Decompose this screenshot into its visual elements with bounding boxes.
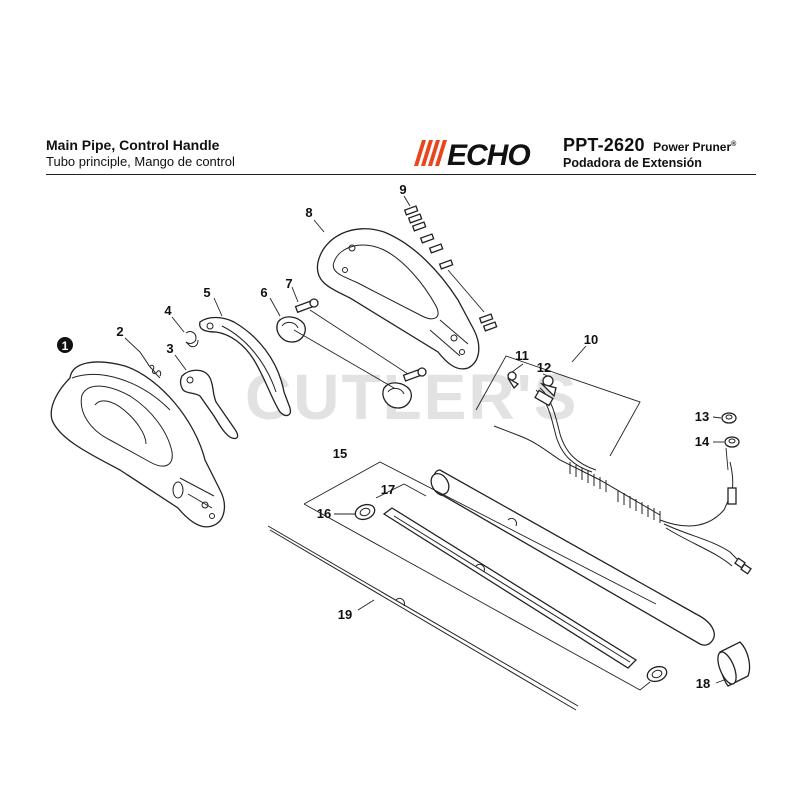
product-name-text: Power Pruner — [653, 140, 732, 154]
bracket-15 — [303, 461, 657, 605]
callout-8: 8 — [305, 205, 312, 220]
part-lockout-lever — [199, 316, 292, 417]
part-bushing — [717, 641, 751, 687]
part-drive-shaft-core — [382, 507, 638, 669]
bracket-10 — [475, 345, 641, 457]
leader-lines — [124, 195, 729, 684]
callout-18: 18 — [696, 676, 710, 691]
model-number: PPT-2620 — [563, 135, 645, 155]
part-screw-set — [403, 205, 498, 332]
bracket-17 — [375, 483, 427, 499]
part-main-pipe — [430, 469, 715, 646]
bracket-16 — [303, 503, 651, 691]
part-throttle-cable — [493, 371, 752, 575]
part-drive-shaft — [267, 525, 579, 711]
callout-12: 12 — [537, 360, 551, 375]
callout-19: 19 — [338, 607, 352, 622]
callout-9: 9 — [399, 182, 406, 197]
part-clamp-upper — [276, 316, 306, 343]
echo-logo-text: ECHO — [447, 139, 530, 168]
part-spring — [139, 351, 162, 379]
callout-5: 5 — [203, 285, 210, 300]
callout-3: 3 — [166, 341, 173, 356]
callout-13: 13 — [695, 409, 709, 424]
part-control-handle — [50, 361, 226, 528]
product-name-es: Podadora de Extensión — [563, 156, 702, 170]
part-clamp-lower — [382, 367, 427, 409]
callout-6: 6 — [260, 285, 267, 300]
callout-10: 10 — [584, 332, 598, 347]
callout-2: 2 — [116, 324, 123, 339]
callout-15: 15 — [333, 446, 347, 461]
part-snap-ring-upper — [354, 503, 376, 521]
callout-7: 7 — [285, 276, 292, 291]
callout-4: 4 — [164, 303, 172, 318]
model-block: PPT-2620 Power Pruner® Podadora de Exten… — [563, 135, 736, 171]
echo-logo: ECHO — [414, 139, 531, 168]
page-title: Main Pipe, Control Handle — [46, 137, 220, 153]
callout-11: 11 — [515, 348, 529, 363]
part-screw-upper — [294, 298, 319, 314]
page-subtitle: Tubo principle, Mango de control — [46, 154, 235, 169]
callout-1-label: 1 — [62, 339, 69, 353]
page-heading: Main Pipe, Control Handle Tubo principle… — [46, 137, 235, 170]
part-nut-14 — [724, 436, 740, 448]
part-handle-cover — [316, 228, 480, 370]
callout-16: 16 — [317, 506, 331, 521]
part-clip — [185, 331, 199, 348]
part-throttle-trigger — [179, 369, 239, 440]
part-nut-13 — [721, 412, 737, 424]
product-name: Power Pruner® — [653, 140, 736, 154]
callout-1: 1 — [57, 337, 73, 353]
registered-mark: ® — [731, 141, 737, 148]
callout-17: 17 — [381, 482, 395, 497]
header-rule — [46, 174, 756, 175]
callout-14: 14 — [695, 434, 710, 449]
part-snap-ring-lower — [646, 665, 668, 683]
